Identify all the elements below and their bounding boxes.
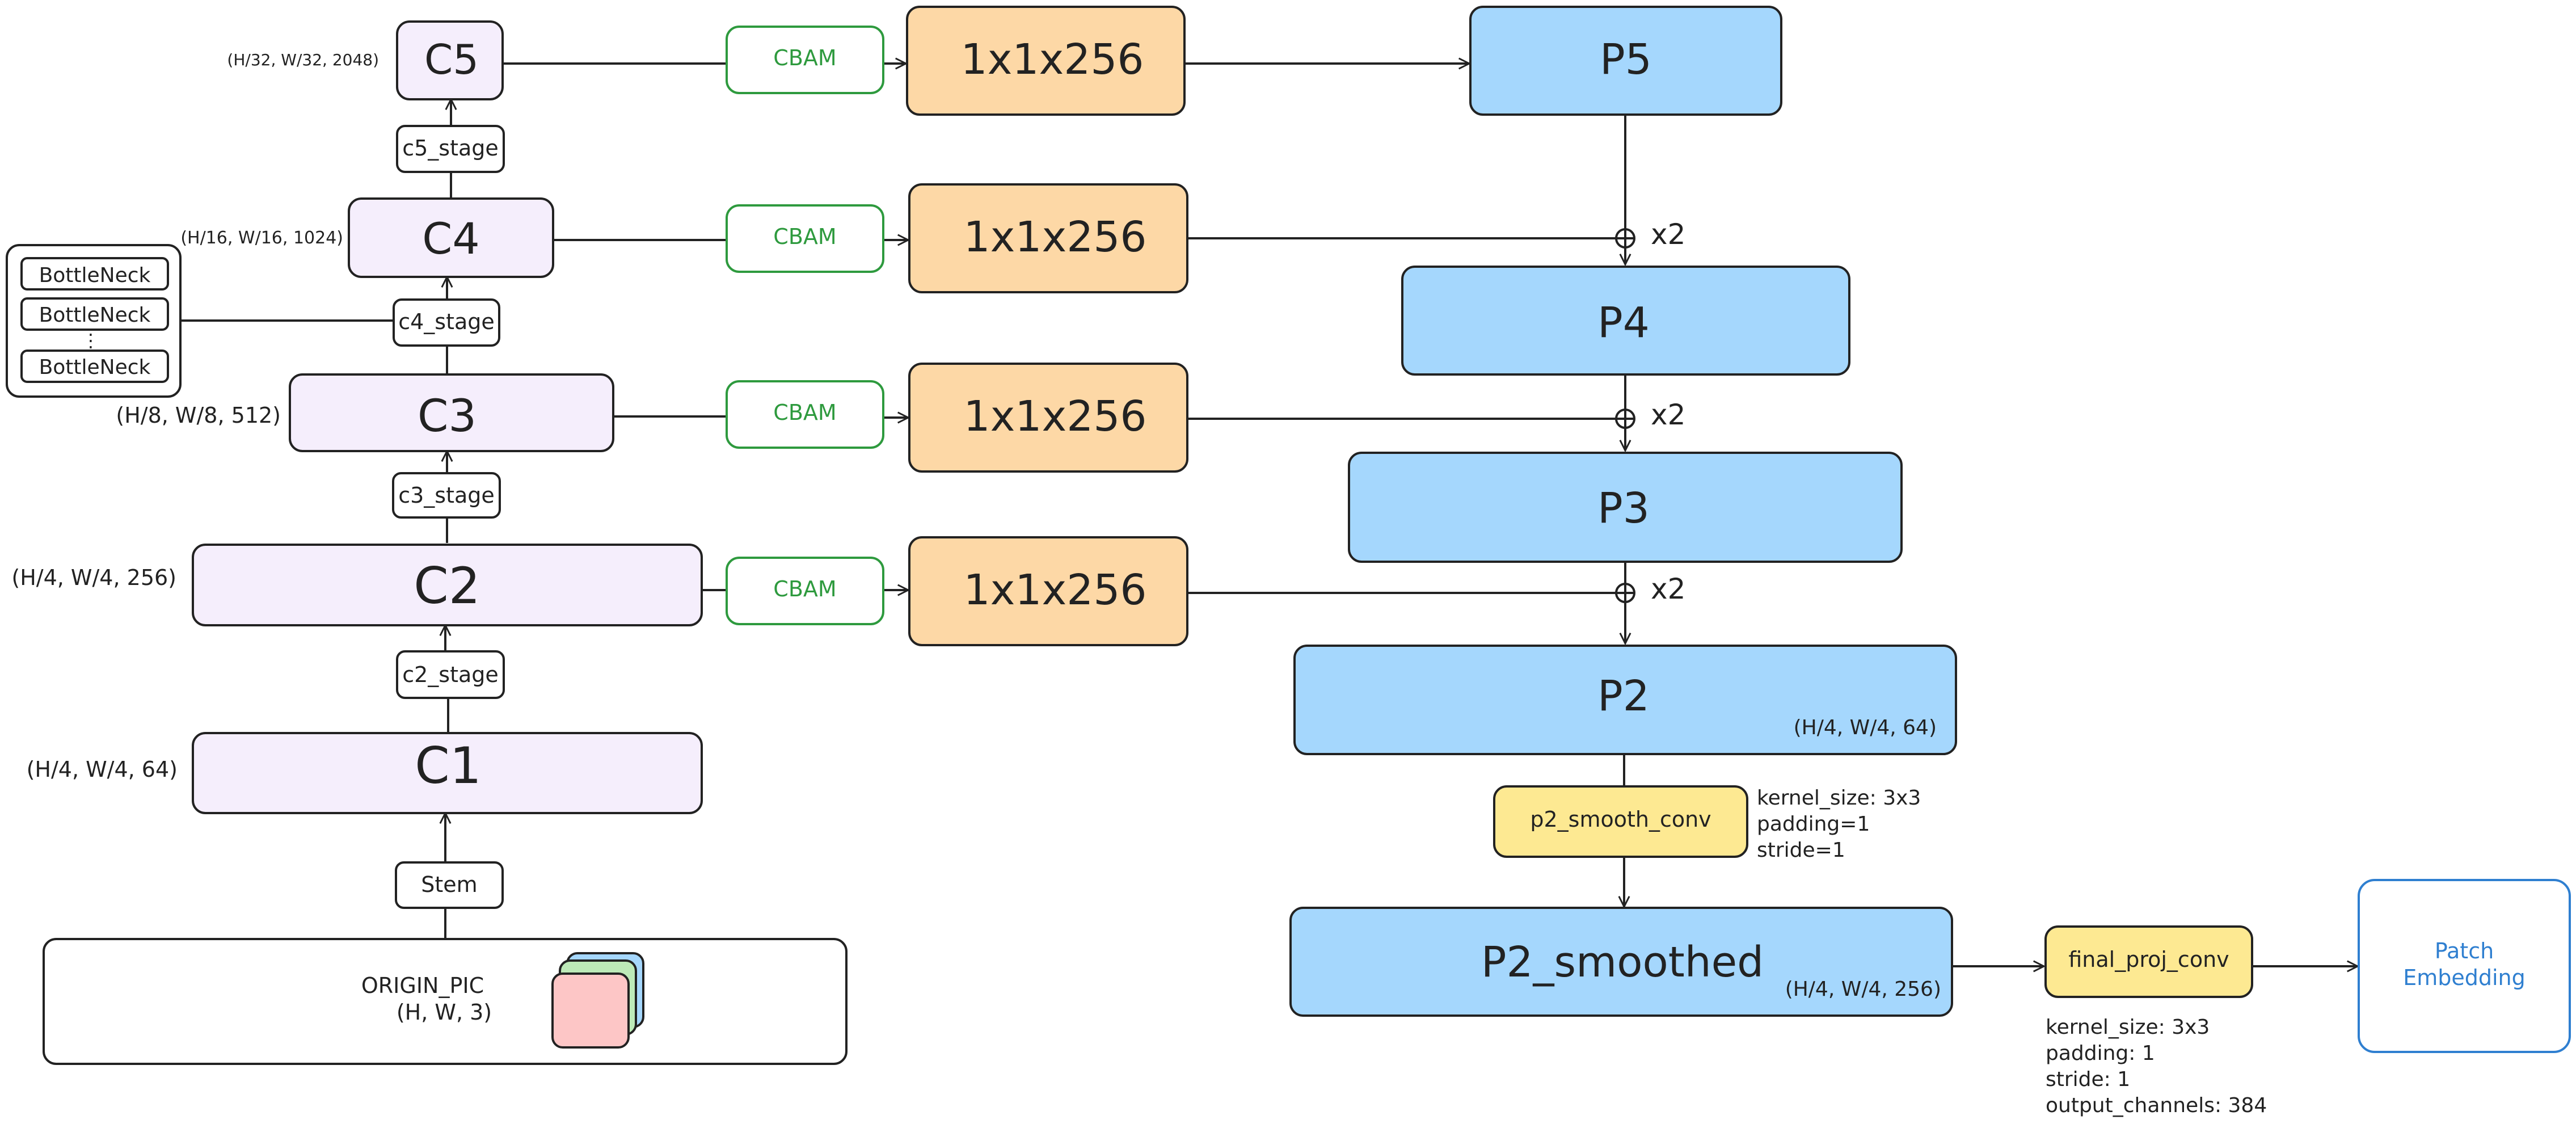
smooth-conv-param-2: padding=1 [1757, 813, 1870, 836]
lateral-label-c2: 1x1x256 [964, 566, 1147, 614]
upsample-label-p3: x2 [1651, 398, 1685, 431]
bottleneck-label-2: BottleNeck [39, 304, 151, 327]
c4-shape: (H/16, W/16, 1024) [180, 228, 343, 248]
origin-pic-shape: (H, W, 3) [397, 1000, 492, 1025]
cbam-box-c4 [726, 204, 884, 273]
sum-node-p2 [1615, 583, 1635, 603]
lateral-label-c3: 1x1x256 [964, 392, 1147, 441]
upsample-label-p2: x2 [1651, 572, 1685, 605]
cbam-label-c2: CBAM [773, 576, 836, 601]
p5-label: P5 [1600, 35, 1652, 84]
c2-stage-label: c2_stage [402, 662, 499, 687]
final-proj-param-2: padding: 1 [2046, 1042, 2155, 1065]
c5-label: C5 [424, 36, 479, 83]
c2-label: C2 [414, 557, 480, 615]
bottleneck-label-3: BottleNeck [39, 356, 151, 379]
bottleneck-block-2 [20, 297, 169, 331]
lateral-conv-c4 [908, 183, 1188, 293]
image-stack-icon [551, 952, 644, 1049]
final-proj-param-4: output_channels: 384 [2046, 1094, 2267, 1117]
c4-label: C4 [422, 213, 479, 264]
c1-shape: (H/4, W/4, 64) [27, 757, 178, 782]
bottleneck-block-3 [20, 350, 169, 383]
c2-shape: (H/4, W/4, 256) [11, 565, 176, 590]
c3-label: C3 [418, 391, 477, 442]
sum-node-p3 [1615, 409, 1635, 429]
stem-label: Stem [421, 872, 477, 897]
c3-box [289, 373, 614, 452]
c2-stage-box [396, 650, 505, 699]
cbam-label-c4: CBAM [773, 224, 836, 249]
lateral-label-c4: 1x1x256 [964, 213, 1147, 262]
upsample-label-p4: x2 [1651, 218, 1685, 251]
cbam-box-c2 [726, 557, 884, 625]
bottleneck-label-1: BottleNeck [39, 264, 151, 287]
lateral-conv-c2 [908, 536, 1188, 646]
c2-box [192, 544, 703, 626]
stem-box [395, 861, 504, 909]
c5-stage-box [396, 125, 505, 173]
p3-label: P3 [1597, 484, 1650, 533]
c5-shape: (H/32, W/32, 2048) [227, 50, 379, 69]
c4-stage-label: c4_stage [398, 309, 495, 334]
lateral-conv-c5 [906, 6, 1186, 116]
c4-stage-box [393, 298, 500, 347]
p4-box [1401, 266, 1850, 376]
lateral-label-c5: 1x1x256 [961, 35, 1144, 84]
final-proj-conv-label: final_proj_conv [2068, 947, 2229, 972]
cbam-box-c5 [726, 26, 884, 94]
smooth-conv-param-3: stride=1 [1757, 839, 1845, 862]
c3-stage-label: c3_stage [398, 483, 495, 508]
p3-box [1348, 452, 1903, 563]
p2-smoothed-box [1289, 907, 1953, 1017]
final-proj-param-3: stride: 1 [2046, 1068, 2130, 1091]
c3-stage-box [392, 472, 501, 519]
p2-shape: (H/4, W/4, 64) [1794, 716, 1937, 739]
c1-label: C1 [415, 736, 481, 795]
final-proj-conv-box [2044, 925, 2253, 998]
sum-node-p4 [1615, 228, 1635, 249]
origin-pic-title: ORIGIN_PIC [361, 973, 484, 998]
lateral-conv-c3 [908, 363, 1188, 473]
c3-shape: (H/8, W/8, 512) [116, 403, 281, 428]
smooth-conv-param-1: kernel_size: 3x3 [1757, 786, 1921, 810]
patch-embedding-line-2: Embedding [2403, 965, 2526, 990]
patch-embedding-line-1: Patch [2435, 938, 2494, 963]
p2-label: P2 [1597, 672, 1650, 721]
origin-pic-box [43, 938, 848, 1065]
cbam-label-c3: CBAM [773, 400, 836, 425]
p2-smoothed-label: P2_smoothed [1481, 938, 1764, 987]
p2-smoothed-shape: (H/4, W/4, 256) [1785, 978, 1941, 1001]
c1-box [192, 732, 703, 814]
cbam-box-c3 [726, 380, 884, 449]
c5-stage-label: c5_stage [402, 136, 499, 161]
bottleneck-ellipsis: ⋮ [82, 330, 100, 351]
p2-smooth-conv-label: p2_smooth_conv [1530, 807, 1711, 832]
bottleneck-block-1 [20, 257, 169, 291]
p4-label: P4 [1597, 298, 1650, 347]
c5-box [396, 20, 504, 100]
p5-box [1469, 6, 1782, 116]
p2-smooth-conv-box [1493, 785, 1748, 858]
patch-embedding-box [2358, 879, 2571, 1053]
p2-box [1293, 645, 1957, 755]
cbam-label-c5: CBAM [773, 45, 836, 70]
c4-box [348, 197, 554, 278]
final-proj-param-1: kernel_size: 3x3 [2046, 1016, 2210, 1039]
